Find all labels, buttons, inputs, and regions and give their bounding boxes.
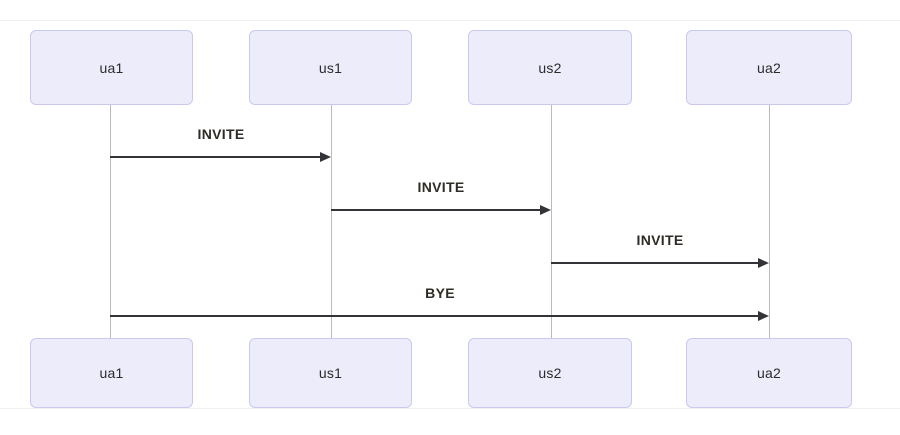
participant-label: us1 [318, 59, 343, 76]
participant-box-top-us1[interactable]: us1 [249, 30, 412, 105]
participant-box-top-us2[interactable]: us2 [468, 30, 632, 105]
participant-label: us2 [538, 59, 562, 76]
participant-label: ua1 [99, 59, 124, 76]
arrowhead-icon [540, 205, 551, 215]
top-divider [0, 20, 900, 21]
message-line [331, 209, 542, 211]
message-label: INVITE [417, 179, 465, 195]
message-line [110, 315, 760, 317]
participant-box-bottom-ua1[interactable]: ua1 [30, 338, 193, 408]
participant-box-top-ua2[interactable]: ua2 [686, 30, 852, 105]
participant-label: us1 [318, 365, 343, 381]
lifeline-ua2 [769, 105, 770, 338]
message-label: INVITE [197, 126, 245, 142]
participant-label: us2 [538, 365, 562, 381]
arrowhead-icon [320, 152, 331, 162]
lifeline-ua1 [110, 105, 111, 338]
participant-box-bottom-us1[interactable]: us1 [249, 338, 412, 408]
arrowhead-icon [758, 311, 769, 321]
bottom-divider [0, 408, 900, 409]
message-line [551, 262, 760, 264]
lifeline-us1 [331, 105, 332, 338]
message-line [110, 156, 322, 158]
participant-label: ua1 [99, 365, 124, 381]
participant-label: ua2 [757, 59, 781, 76]
participant-box-bottom-ua2[interactable]: ua2 [686, 338, 852, 408]
participant-label: ua2 [757, 365, 781, 381]
participant-box-top-ua1[interactable]: ua1 [30, 30, 193, 105]
message-label: BYE [425, 285, 455, 301]
arrowhead-icon [758, 258, 769, 268]
lifeline-us2 [551, 105, 552, 338]
participant-box-bottom-us2[interactable]: us2 [468, 338, 632, 408]
message-label: INVITE [636, 232, 684, 248]
